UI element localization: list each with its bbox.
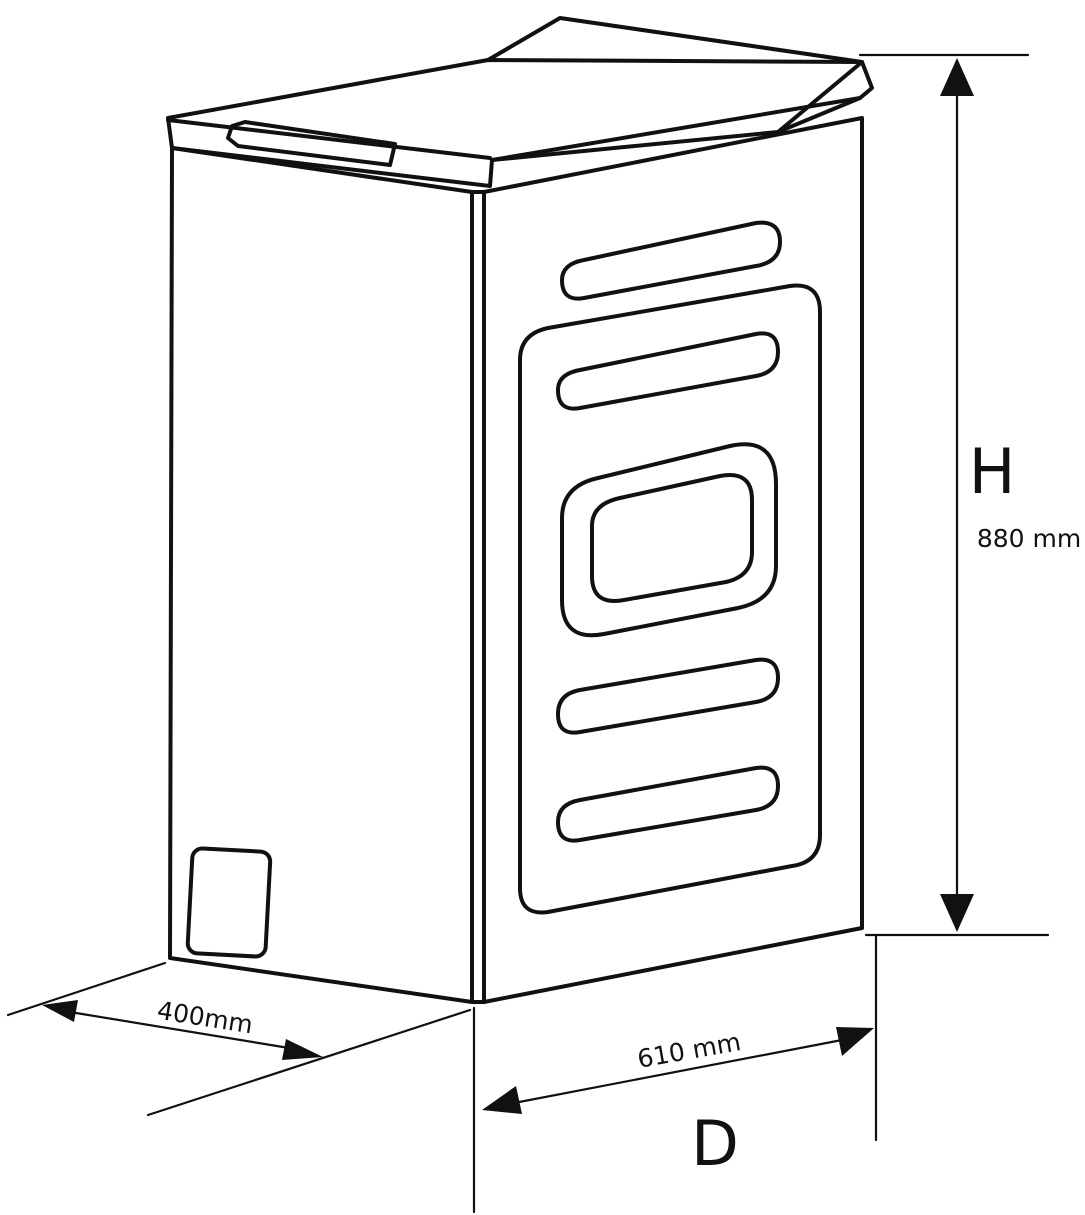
service-flap xyxy=(185,846,273,959)
machine-front-face xyxy=(168,146,474,1004)
machine-lid xyxy=(166,58,874,188)
lid-handle xyxy=(226,120,397,167)
arrow-head xyxy=(940,894,974,932)
extension-line xyxy=(146,1008,472,1117)
arrow-head xyxy=(282,1039,323,1060)
arrow-head xyxy=(42,1000,78,1022)
width-value: 400mm xyxy=(155,996,255,1040)
arrow-head xyxy=(482,1086,522,1114)
dimension-line xyxy=(68,1010,297,1051)
height-letter: H xyxy=(969,435,1016,508)
depth-value: 610 mm xyxy=(635,1027,743,1074)
side-slot xyxy=(556,657,780,735)
washing-machine-icon xyxy=(166,16,874,1004)
side-porthole-outer xyxy=(560,442,778,638)
side-slot xyxy=(556,765,780,843)
side-porthole-inner xyxy=(590,473,754,603)
arrow-head xyxy=(836,1027,874,1056)
width-dimension: 400mm W xyxy=(6,961,472,1117)
depth-dimension: 610 mm D xyxy=(472,934,878,1214)
side-slot xyxy=(556,331,780,411)
height-value: 880 mm xyxy=(977,524,1081,553)
arrow-head xyxy=(940,58,974,96)
side-panel-emboss xyxy=(518,283,822,915)
machine-side-face xyxy=(482,116,864,1004)
machine-control-panel xyxy=(486,16,864,162)
extension-line xyxy=(6,961,167,1017)
height-dimension: H 880 mm xyxy=(858,53,1081,937)
dimension-line xyxy=(512,1038,844,1105)
depth-letter: D xyxy=(691,1107,739,1180)
side-slot-top xyxy=(560,220,782,301)
